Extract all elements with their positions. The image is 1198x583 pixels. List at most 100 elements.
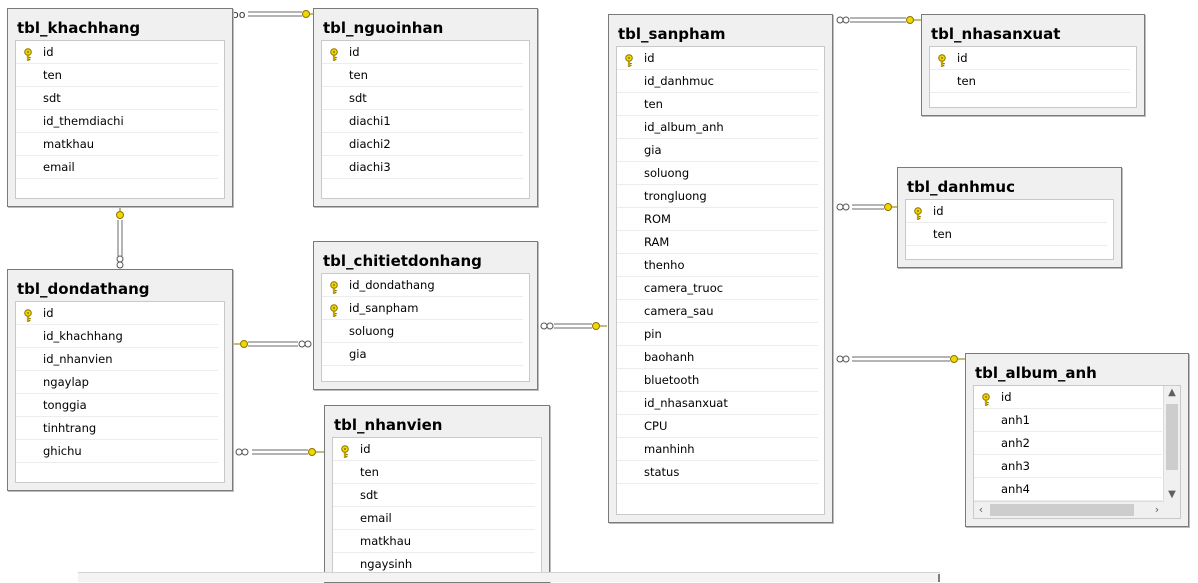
column-row[interactable]: id_dondathang bbox=[322, 274, 523, 297]
scroll-right-icon[interactable]: › bbox=[1154, 503, 1160, 516]
table-title[interactable]: tbl_khachhang bbox=[17, 19, 141, 37]
column-row[interactable]: id_themdiachi bbox=[16, 110, 218, 133]
scrollbar-thumb[interactable] bbox=[1166, 404, 1178, 470]
relationship-dondathang-nhanvien[interactable] bbox=[235, 448, 324, 456]
column-name: anh4 bbox=[1001, 482, 1030, 496]
column-row[interactable]: ngaylap bbox=[16, 371, 218, 394]
svg-text:oo: oo bbox=[232, 8, 246, 21]
column-row[interactable]: bluetooth bbox=[617, 369, 818, 392]
column-row[interactable]: anh2 bbox=[974, 432, 1162, 455]
column-row[interactable]: anh3 bbox=[974, 455, 1162, 478]
column-row[interactable]: status bbox=[617, 461, 818, 484]
column-row[interactable]: id_khachhang bbox=[16, 325, 218, 348]
column-row[interactable]: gia bbox=[617, 139, 818, 162]
column-row[interactable]: sdt bbox=[322, 87, 523, 110]
relationship-sanpham-album-anh[interactable] bbox=[836, 355, 965, 363]
column-name: id_danhmuc bbox=[644, 74, 714, 88]
column-row[interactable]: id bbox=[930, 47, 1130, 70]
column-row[interactable]: id_nhanvien bbox=[16, 348, 218, 371]
column-row[interactable]: email bbox=[333, 507, 535, 530]
relationship-sanpham-danhmuc[interactable] bbox=[836, 203, 897, 211]
column-row[interactable]: CPU bbox=[617, 415, 818, 438]
column-row[interactable]: camera_sau bbox=[617, 300, 818, 323]
column-name: CPU bbox=[644, 419, 668, 433]
table-title[interactable]: tbl_nhasanxuat bbox=[931, 25, 1061, 43]
column-row[interactable]: soluong bbox=[617, 162, 818, 185]
relationship-chitietdonhang-sanpham[interactable] bbox=[540, 322, 607, 330]
column-row[interactable]: ten bbox=[16, 64, 218, 87]
column-row[interactable]: id bbox=[974, 386, 1162, 409]
primary-key-icon bbox=[623, 52, 635, 67]
relationship-chitietdonhang-dondathang[interactable] bbox=[233, 340, 312, 348]
column-row[interactable]: RAM bbox=[617, 231, 818, 254]
column-row[interactable]: manhinh bbox=[617, 438, 818, 461]
column-row[interactable]: email bbox=[16, 156, 218, 179]
column-row[interactable]: ROM bbox=[617, 208, 818, 231]
table-title[interactable]: tbl_danhmuc bbox=[907, 178, 1015, 196]
column-row[interactable]: soluong bbox=[322, 320, 523, 343]
column-row[interactable]: tinhtrang bbox=[16, 417, 218, 440]
column-row[interactable]: id bbox=[16, 302, 218, 325]
column-row[interactable]: matkhau bbox=[16, 133, 218, 156]
column-row[interactable]: thenho bbox=[617, 254, 818, 277]
table-title[interactable]: tbl_dondathang bbox=[17, 280, 150, 298]
scroll-left-icon[interactable]: ‹ bbox=[978, 503, 984, 516]
column-row[interactable]: ten bbox=[333, 461, 535, 484]
column-row[interactable]: gia bbox=[322, 343, 523, 366]
horizontal-scrollbar[interactable]: ‹ › bbox=[974, 501, 1164, 518]
table-title[interactable]: tbl_chitietdonhang bbox=[323, 252, 482, 270]
column-row[interactable]: anh4 bbox=[974, 478, 1162, 501]
column-row[interactable]: baohanh bbox=[617, 346, 818, 369]
relationship-khachhang-nguoinhan[interactable]: oo bbox=[232, 8, 313, 21]
relationship-sanpham-nhasanxuat[interactable] bbox=[836, 16, 921, 24]
column-row[interactable]: id bbox=[322, 41, 523, 64]
column-row[interactable]: diachi1 bbox=[322, 110, 523, 133]
column-row[interactable]: trongluong bbox=[617, 185, 818, 208]
column-row[interactable]: id_nhasanxuat bbox=[617, 392, 818, 415]
table-title[interactable]: tbl_nguoinhan bbox=[323, 19, 444, 37]
column-row[interactable]: diachi3 bbox=[322, 156, 523, 179]
column-row[interactable]: id bbox=[16, 41, 218, 64]
column-row[interactable]: ten bbox=[906, 223, 1107, 246]
column-row[interactable]: id_danhmuc bbox=[617, 70, 818, 93]
column-row[interactable]: ten bbox=[617, 93, 818, 116]
column-row[interactable]: ghichu bbox=[16, 440, 218, 463]
canvas-horizontal-scrollbar[interactable] bbox=[78, 572, 940, 582]
column-row[interactable]: id bbox=[906, 200, 1107, 223]
column-row[interactable]: ten bbox=[322, 64, 523, 87]
column-row[interactable]: sdt bbox=[333, 484, 535, 507]
column-row[interactable]: anh1 bbox=[974, 409, 1162, 432]
primary-key-icon bbox=[339, 443, 351, 458]
column-row[interactable]: id_sanpham bbox=[322, 297, 523, 320]
column-row[interactable]: pin bbox=[617, 323, 818, 346]
scroll-corner bbox=[1164, 502, 1180, 518]
column-row[interactable]: matkhau bbox=[333, 530, 535, 553]
scroll-up-icon[interactable]: ▲ bbox=[1168, 387, 1176, 398]
scroll-down-icon[interactable]: ▼ bbox=[1168, 489, 1176, 500]
table-title[interactable]: tbl_sanpham bbox=[618, 25, 726, 43]
vertical-scrollbar[interactable]: ▲ ▼ bbox=[1163, 386, 1180, 502]
column-row[interactable]: ten bbox=[930, 70, 1130, 93]
column-row[interactable]: tonggia bbox=[16, 394, 218, 417]
column-row[interactable]: id_album_anh bbox=[617, 116, 818, 139]
column-row[interactable]: id bbox=[617, 47, 818, 70]
column-row[interactable]: id bbox=[333, 438, 535, 461]
column-row[interactable]: camera_truoc bbox=[617, 277, 818, 300]
relationship-dondathang-khachhang[interactable] bbox=[116, 206, 124, 269]
table-title[interactable]: tbl_album_anh bbox=[975, 364, 1097, 382]
table-title[interactable]: tbl_nhanvien bbox=[334, 416, 443, 434]
column-row[interactable]: sdt bbox=[16, 87, 218, 110]
column-row[interactable]: diachi2 bbox=[322, 133, 523, 156]
scrollbar-thumb[interactable] bbox=[990, 504, 1134, 516]
